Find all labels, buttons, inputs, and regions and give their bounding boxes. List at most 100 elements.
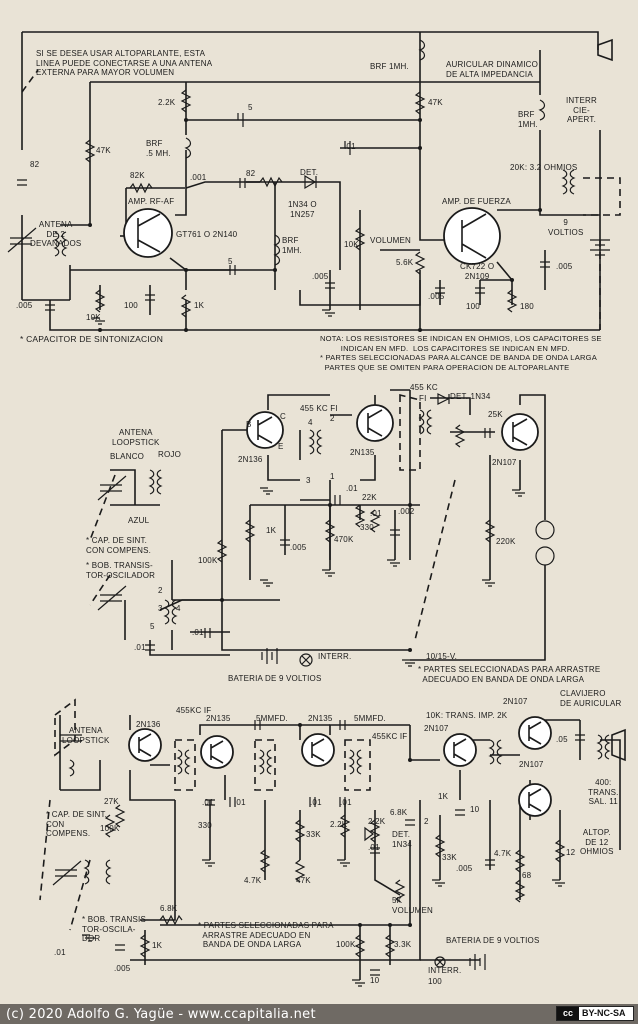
- c3-c01f: .01: [54, 948, 66, 957]
- c1-c01: .01: [344, 142, 356, 151]
- c2-r22k: 22K: [362, 493, 377, 502]
- c3-mmfd2: 5MMFD.: [354, 714, 386, 723]
- footer-credit: (c) 2020 Adolfo G. Yagüe - www.ccapitali…: [6, 1007, 316, 1022]
- c3-mmfd1: 5MMFD.: [256, 714, 288, 723]
- c1-c100b: 100: [466, 302, 480, 311]
- c3-r33k3: 3.3K: [394, 940, 412, 949]
- c3-r33k2: 33K: [442, 853, 457, 862]
- c3-c01b: .01: [234, 798, 246, 807]
- c2-pin-c1: C: [280, 412, 286, 421]
- c3-bob: * BOB. TRANSIS- TOR-OSCILA- DOR: [82, 915, 149, 944]
- c3-altop: ALTOP. DE 12 OHMIOS: [580, 828, 614, 857]
- c1-c82: 82: [30, 160, 40, 169]
- c2-q1: 2N136: [238, 455, 263, 464]
- c2-q3: 2N107: [492, 458, 517, 467]
- c3-r1k: 1K: [438, 792, 449, 801]
- c1-nota: NOTA: LOS RESISTORES SE INDICAN EN OHMIO…: [320, 334, 602, 372]
- circuit2-parts: [97, 393, 525, 667]
- c3-c01c: .01: [310, 798, 322, 807]
- c1-brf1mh-top: BRF 1MH.: [370, 62, 409, 71]
- c3-c01a: .01: [202, 798, 214, 807]
- c2-pin-3: 3: [306, 476, 311, 485]
- c2-blanco: BLANCO: [110, 452, 145, 461]
- c1-r1k: 1K: [194, 301, 205, 310]
- c2-fi: FI: [419, 394, 427, 403]
- c3-cap-sint: * CAP. DE SINT. CON COMPENS.: [46, 810, 108, 839]
- c1-r47k-b: 47K: [428, 98, 443, 107]
- c2-pin-b1: B: [246, 420, 252, 429]
- c1-c5a: 5: [248, 103, 253, 112]
- c3-c2: 2: [424, 817, 429, 826]
- cc-icon: cc: [557, 1007, 579, 1020]
- c3-q5: 2N107: [503, 697, 528, 706]
- c3-r1k2: 1K: [152, 941, 163, 950]
- c2-r1k: 1K: [266, 526, 277, 535]
- c1-voltios: 9 VOLTIOS: [548, 218, 584, 237]
- circuit2-transistors: [246, 404, 539, 451]
- c2-det: DET. 1N34: [450, 392, 491, 401]
- c1-c82b: 82: [246, 169, 256, 178]
- c3-trans400: 400: TRANS. SAL. 11: [588, 778, 619, 807]
- c1-r47k: 47K: [96, 146, 111, 155]
- c2-pin-osc2: 2: [158, 586, 163, 595]
- c2-kc455: 455 KC: [410, 383, 438, 392]
- c3-r47k2: 47K: [296, 876, 311, 885]
- c2-bateria: BATERIA DE 9 VOLTIOS: [228, 674, 322, 683]
- c2-partes: * PARTES SELECCIONADAS PARA ARRASTRE ADE…: [418, 665, 601, 684]
- c1-c001: .001: [190, 173, 207, 182]
- c3-r100k: 100K: [100, 824, 120, 833]
- c2-c01c: .01: [192, 628, 204, 637]
- c3-r68: 68: [522, 871, 532, 880]
- circuit3-transistors: [128, 716, 552, 817]
- c3-r22k: 2.2K: [330, 820, 348, 829]
- c3-c01d: .01: [340, 798, 352, 807]
- c1-cap-sint: * CAPACITOR DE SINTONIZACION: [20, 334, 164, 344]
- c1-c100: 100: [124, 301, 138, 310]
- circuit1-grounds: [88, 118, 542, 332]
- c3-r68k: 6.8K: [390, 808, 408, 817]
- c1-c005b: .005: [16, 301, 33, 310]
- c2-r220k: 220K: [496, 537, 516, 546]
- c2-r100k: 100K: [198, 556, 218, 565]
- c1-c5b: 5: [228, 257, 233, 266]
- c3-r330: 330: [198, 821, 212, 830]
- c1-c005c: .005: [428, 292, 445, 301]
- c3-if455b: 455KC IF: [372, 732, 408, 741]
- c1-diode: 1N34 O 1N257: [288, 200, 317, 219]
- c2-pin-osc5: 5: [150, 622, 155, 631]
- c1-r10k: 10K: [86, 313, 101, 322]
- c2-v1015: 10/15-V.: [426, 652, 458, 661]
- license-label: BY-NC-SA: [582, 1008, 626, 1018]
- c3-c10b: 10: [370, 976, 380, 985]
- c2-antena: ANTENA LOOPSTICK: [112, 428, 160, 447]
- c1-amp-fuerza: AMP. DE FUERZA: [442, 197, 511, 206]
- c1-ohm: 20K: 3.2 OHMIOS: [510, 163, 578, 172]
- c3-q1: 2N136: [136, 720, 161, 729]
- c3-interr: INTERR.: [428, 966, 462, 975]
- c2-pin-osc4: 4: [176, 604, 181, 613]
- c3-r47k: 4.7K: [244, 876, 262, 885]
- c2-c005: .005: [290, 543, 307, 552]
- c3-r33k: 33K: [306, 830, 321, 839]
- c1-ck722: CK722 O 2N109: [460, 262, 495, 281]
- c3-r47k3: 4.7K: [494, 849, 512, 858]
- c1-r180: 180: [520, 302, 534, 311]
- c3-bateria: BATERIA DE 9 VOLTIOS: [446, 936, 540, 945]
- c3-c005b: .005: [114, 964, 131, 973]
- c2-q2: 2N135: [350, 448, 375, 457]
- c3-r22k2: 2.2K: [368, 817, 386, 826]
- c1-auricular: AURICULAR DINAMICO DE ALTA IMPEDANCIA: [446, 60, 539, 79]
- c3-r68k2: 6.8K: [160, 904, 178, 913]
- c1-brf5: BRF .5 MH.: [146, 139, 171, 158]
- c1-amp-rf: AMP. RF-AF: [128, 197, 175, 206]
- c3-antena: ANTENA LOOPSTICK: [62, 726, 110, 745]
- c3-c100: 100: [428, 977, 442, 986]
- c1-gt761: GT761 O 2N140: [176, 230, 238, 239]
- c2-c002: .002: [398, 507, 415, 516]
- c2-pin-4: 4: [308, 418, 313, 427]
- c2-interr: INTERR.: [318, 652, 352, 661]
- c3-clavijero: CLAVIJERO DE AURICULAR: [560, 689, 622, 708]
- c3-q4: 2N107: [424, 724, 449, 733]
